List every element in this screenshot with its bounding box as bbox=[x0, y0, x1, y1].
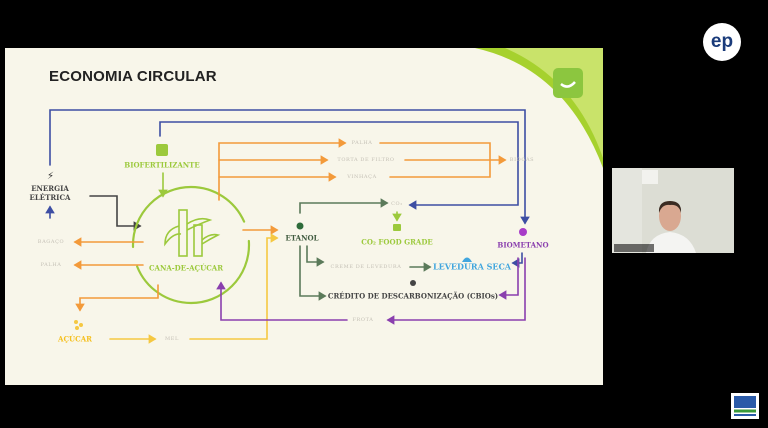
food-grade-icon bbox=[393, 224, 401, 231]
node-levedura-seca: LEVEDURA SECA bbox=[432, 261, 512, 272]
speaker-video bbox=[612, 168, 734, 253]
yeast-icon bbox=[462, 257, 472, 262]
node-frota: FROTA bbox=[352, 317, 374, 323]
circular-economy-diagram: ⚡ bbox=[45, 48, 603, 344]
node-cana-de-acucar: CANA-DE-AÇÚCAR bbox=[148, 263, 224, 273]
node-cbios: CRÉDITO DE DESCARBONIZAÇÃO (CBIOs) bbox=[327, 291, 499, 301]
node-mel: MEL bbox=[165, 336, 179, 342]
speaker-head bbox=[659, 201, 681, 231]
node-co2: CO₂ bbox=[391, 201, 403, 207]
speaker-body bbox=[646, 232, 696, 253]
node-etanol: ETANOL bbox=[285, 233, 319, 243]
presentation-slide: ⚡ ECONOMIA CIRCULAR ENERGIA ELÉTRICA BIO… bbox=[5, 48, 603, 385]
corner-logo bbox=[731, 393, 759, 419]
node-biofertilizante: BIOFERTILIZANTE bbox=[124, 160, 200, 170]
lightning-icon: ⚡ bbox=[47, 171, 54, 182]
fertilizer-bag-icon bbox=[156, 144, 168, 156]
node-energia-eletrica: ENERGIA ELÉTRICA bbox=[29, 184, 71, 202]
node-co2-food-grade: CO₂ FOOD GRADE bbox=[361, 237, 433, 247]
node-biogas: BIOGÁS bbox=[509, 157, 535, 163]
cbio-icon bbox=[410, 280, 416, 286]
node-vinhaca: VINHAÇA bbox=[347, 174, 377, 180]
ep-logo: ep bbox=[703, 23, 741, 61]
node-biometano: BIOMETANO bbox=[497, 240, 549, 250]
node-creme-de-levedura: CREME DE LEVEDURA bbox=[330, 264, 402, 270]
sugar-icon bbox=[74, 320, 83, 330]
node-palha-top: PALHA bbox=[351, 140, 373, 146]
node-acucar: AÇÚCAR bbox=[58, 334, 92, 344]
node-bagaco: BAGAÇO bbox=[37, 239, 65, 245]
slide-title: ECONOMIA CIRCULAR bbox=[49, 68, 217, 85]
drop-icon bbox=[296, 222, 304, 230]
node-torta-de-filtro: TORTA DE FILTRO bbox=[337, 157, 395, 163]
flame-icon bbox=[519, 228, 527, 236]
node-palha-left: PALHA bbox=[40, 262, 62, 268]
sugarcane-icon bbox=[164, 209, 221, 257]
brand-mark-icon bbox=[553, 68, 583, 98]
